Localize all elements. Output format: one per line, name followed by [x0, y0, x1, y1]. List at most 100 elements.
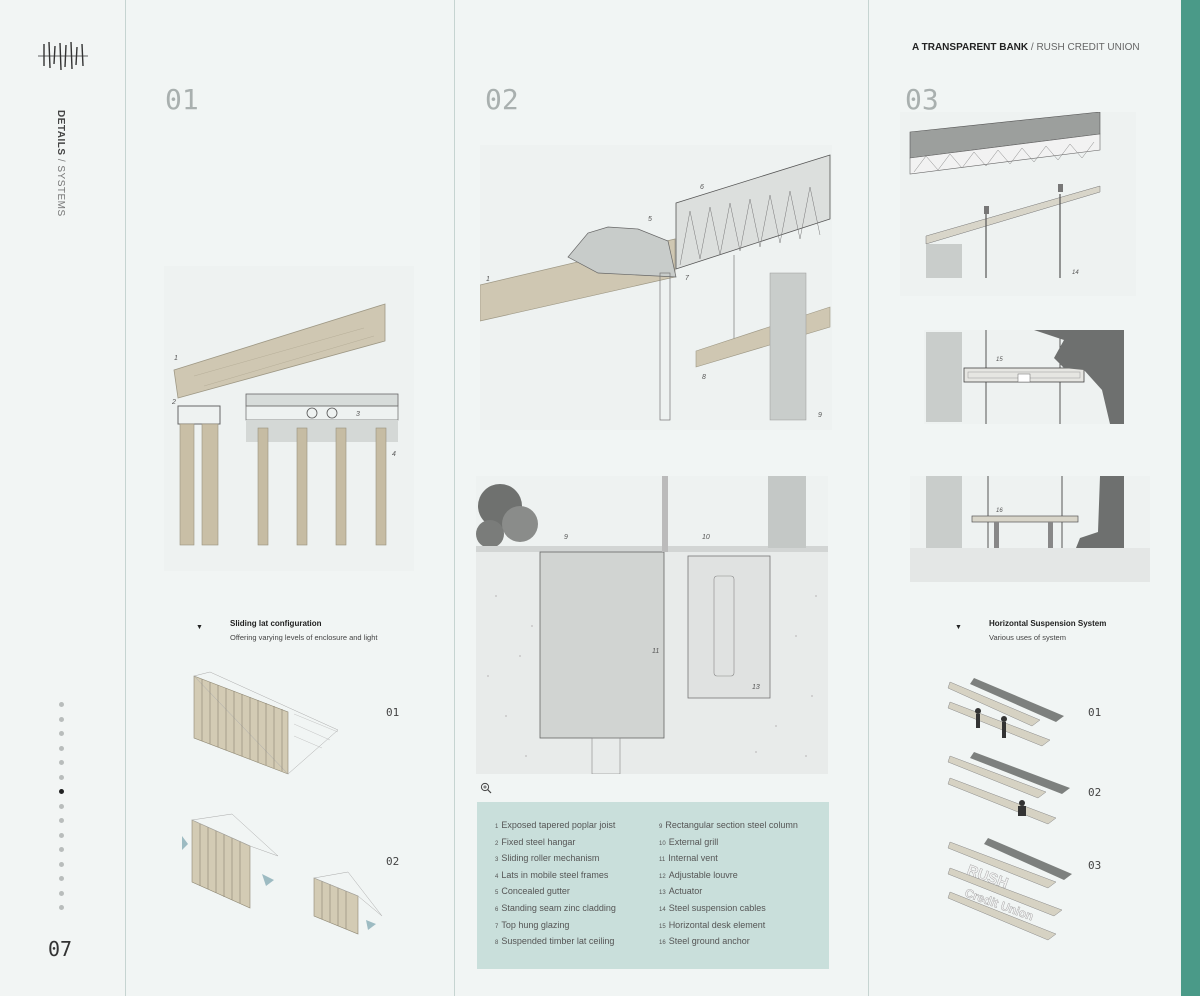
label-10: 10 [702, 534, 710, 541]
label-8: 8 [702, 374, 706, 381]
legend-item-text: Concealed gutter [501, 886, 570, 897]
legend-item-text: Adjustable louvre [668, 869, 738, 880]
label-4: 4 [392, 451, 396, 458]
label-9: 9 [818, 412, 822, 419]
column-number-02: 02 [485, 83, 519, 116]
legend-item-number: 8 [495, 940, 499, 947]
page-dot[interactable] [59, 847, 64, 852]
option-label-03[interactable]: 03 [1088, 859, 1102, 872]
caption-title-col3: Horizontal Suspension System [989, 619, 1107, 628]
legend-item-number: 12 [659, 873, 666, 880]
legend-item-number: 4 [495, 873, 499, 880]
option-label-01[interactable]: 01 [1088, 706, 1102, 719]
page-dot[interactable] [59, 731, 64, 736]
option-label-02[interactable]: 02 [386, 855, 400, 868]
page-dot[interactable] [59, 876, 64, 881]
document-title-rest: / RUSH CREDIT UNION [1028, 42, 1140, 53]
option-label-01[interactable]: 01 [386, 706, 400, 719]
caption-toggle-icon[interactable]: ▼ [196, 624, 203, 631]
legend-item-text: Horizontal desk element [668, 919, 766, 930]
suspension-use-02-drawing[interactable] [946, 750, 1076, 834]
legend-item-number: 14 [659, 906, 666, 913]
legend-item-number: 13 [659, 890, 666, 897]
legend-item-text: Steel ground anchor [668, 936, 750, 947]
legend-item-text: External grill [668, 836, 719, 847]
label-9: 9 [564, 534, 568, 541]
lat-config-02-drawing[interactable] [178, 812, 388, 937]
page-dots[interactable] [59, 702, 65, 920]
legend-item-text: Suspended timber lat ceiling [501, 936, 615, 947]
label-13: 13 [752, 684, 760, 691]
page-dot[interactable] [59, 905, 64, 910]
label-16: 16 [996, 508, 1003, 514]
legend-item-number: 1 [495, 824, 499, 830]
page-dot[interactable] [59, 702, 64, 707]
legend-item-text: Steel suspension cables [668, 902, 766, 913]
page-dot[interactable] [59, 890, 64, 896]
label-15: 15 [996, 357, 1003, 363]
caption-title-col1: Sliding lat configuration [230, 619, 322, 628]
label-1: 1 [486, 276, 490, 283]
caption-sub-col1: Offering varying levels of enclosure and… [230, 633, 378, 642]
lat-config-01-drawing[interactable] [190, 668, 345, 778]
page-dot[interactable] [59, 789, 64, 794]
caption-toggle-icon[interactable]: ▼ [955, 624, 962, 631]
document-title: A TRANSPARENT BANK / RUSH CREDIT UNION [912, 37, 1140, 55]
column-number-03: 03 [905, 83, 939, 116]
legend-item-number: 5 [495, 890, 499, 897]
label-7: 7 [685, 275, 690, 282]
legend-item-number: 11 [659, 857, 666, 864]
legend-item-number: 15 [659, 923, 666, 930]
caption-sub-col3: Various uses of system [989, 633, 1066, 642]
page-dot[interactable] [59, 861, 64, 867]
zoom-in-icon[interactable] [480, 782, 492, 794]
desk-element-drawing: 15 [924, 330, 1124, 424]
page-number: 07 [48, 937, 73, 961]
page-dot[interactable] [59, 716, 64, 722]
page-dot[interactable] [59, 745, 64, 751]
label-14: 14 [1072, 270, 1079, 276]
column-number-01: 01 [165, 83, 199, 116]
page-dot[interactable] [59, 760, 64, 765]
legend-item-number: 16 [659, 940, 666, 947]
legend-item-text: Top hung glazing [501, 919, 570, 930]
section-label-bold: DETAILS [55, 110, 66, 156]
legend-item-number: 9 [659, 824, 663, 830]
page-dot[interactable] [59, 832, 64, 838]
document-title-bold: A TRANSPARENT BANK [912, 42, 1029, 53]
suspension-use-01-drawing[interactable] [946, 668, 1076, 752]
page-dot[interactable] [59, 818, 64, 823]
logo-icon [38, 40, 88, 72]
ground-anchor-drawing: 16 [910, 476, 1150, 582]
label-1: 1 [174, 355, 178, 362]
legend-item-number: 7 [495, 923, 499, 930]
sliding-lat-section-drawing: 1 2 3 4 [164, 266, 414, 571]
option-label-02[interactable]: 02 [1088, 786, 1102, 799]
label-5: 5 [648, 216, 652, 223]
legend-item-number: 6 [495, 906, 499, 913]
legend-item-text: Internal vent [668, 853, 718, 864]
page-dot[interactable] [59, 803, 64, 809]
legend-item-text: Sliding roller mechanism [501, 853, 600, 864]
suspension-cable-drawing: 14 [900, 112, 1136, 296]
section-label-rest: / SYSTEMS [55, 155, 66, 217]
suspension-use-03-drawing[interactable]: RUSH Credit Union [946, 834, 1080, 946]
page-dot[interactable] [59, 774, 64, 780]
legend-item-text: Rectangular section steel column [665, 820, 798, 830]
